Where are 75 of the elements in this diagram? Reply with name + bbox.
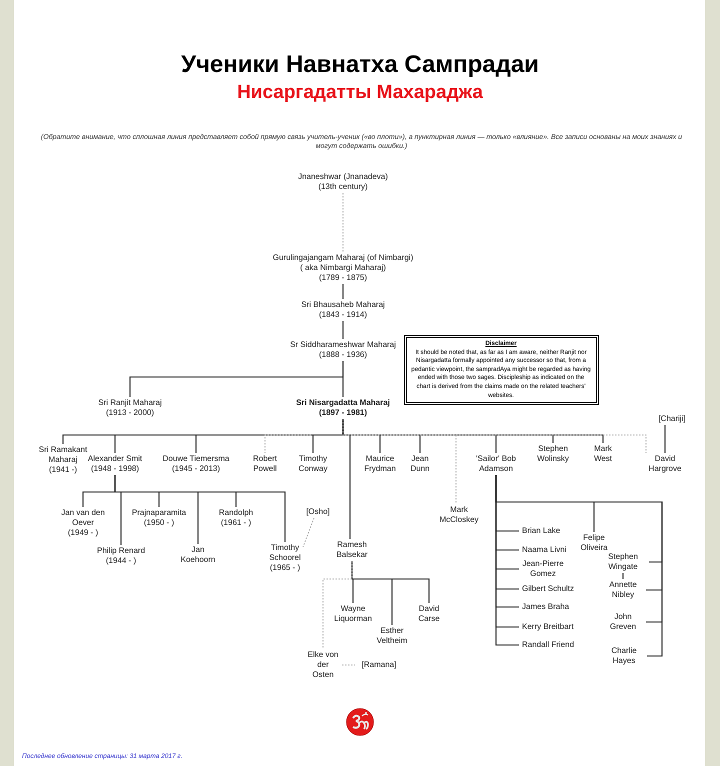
person-name: Sri Bhausaheb Maharaj	[301, 300, 385, 310]
person-name: Annette Nibley	[608, 580, 638, 600]
disclaimer-box	[404, 335, 598, 406]
person-name: Jan van den Oever	[60, 508, 106, 528]
person-name: Gurulingajangam Maharaj (of Nimbargi)	[272, 253, 414, 263]
life-dates: ( aka Nimbargi Maharaj)	[300, 263, 386, 273]
life-dates: (1843 - 1914)	[318, 310, 368, 320]
person-name: Naama Livni	[522, 545, 566, 555]
life-dates: (1913 - 2000)	[106, 408, 154, 418]
dotted-connector	[342, 664, 356, 666]
person-name: Douwe Tiemersma	[162, 454, 230, 464]
person-name: Mark West	[592, 444, 614, 464]
title: Ученики Навнатха Сампрадаи	[180, 50, 540, 80]
person-name: Randall Friend	[522, 640, 574, 650]
life-dates: (1789 - 1875)	[318, 273, 368, 283]
life-dates: (1965 - )	[270, 563, 300, 573]
connector-line	[622, 573, 624, 579]
connector-line	[351, 561, 430, 603]
person-name: Prajnaparamita	[132, 508, 186, 518]
dotted-connector	[342, 418, 456, 504]
person-name: Alexander Smit	[88, 454, 142, 464]
person-name: 'Sailor' Bob Adamson	[475, 454, 517, 474]
person-name: Ramesh Balsekar	[335, 540, 369, 560]
person-name: David Hargrove	[648, 454, 682, 474]
person-name: Stephen Wolinsky	[536, 444, 570, 464]
life-dates: (1948 - 1998)	[90, 464, 140, 474]
person-name: Stephen Wingate	[607, 552, 639, 572]
person-name: [Chariji]	[658, 414, 686, 424]
person-name: Sri Nisargadatta Maharaj	[296, 398, 390, 408]
person-name: James Braha	[522, 602, 570, 612]
life-dates: (1941 -)	[48, 465, 77, 475]
person-name: David Carse	[417, 604, 441, 624]
person-name: Gilbert Schultz	[522, 584, 574, 594]
person-name: Randolph	[218, 508, 254, 518]
life-dates: (1950 - )	[144, 518, 174, 528]
connector-line	[342, 361, 344, 397]
person-name: Jan Koehoorn	[180, 545, 216, 565]
person-name: Felipe Oliveira	[579, 533, 608, 553]
person-name: Jean Dunn	[409, 454, 431, 474]
connector-line	[495, 475, 663, 657]
life-dates: (1945 - 2013)	[172, 464, 220, 474]
connector-line	[342, 321, 344, 339]
person-name: Jnaneshwar (Jnanadeva)	[298, 172, 388, 182]
person-name: Elke von der Osten	[307, 650, 339, 680]
connector-line	[114, 475, 286, 542]
person-name: John Greven	[608, 612, 638, 632]
person-name: Brian Lake	[522, 526, 560, 536]
connector-line	[664, 425, 666, 453]
person-name: Jean-Pierre Gomez	[522, 559, 564, 579]
life-dates: (1888 - 1936)	[318, 350, 368, 360]
dotted-connector	[302, 518, 314, 548]
dotted-connector	[322, 560, 352, 650]
person-name: Sr Siddharameshwar Maharaj	[290, 340, 396, 350]
person-name: Wayne Liquorman	[333, 604, 373, 624]
life-dates: (1961 - )	[220, 518, 252, 528]
person-name: [Osho]	[306, 507, 330, 517]
life-dates: (1944 - )	[106, 556, 136, 566]
person-name: Sri Ranjit Maharaj	[98, 398, 162, 408]
connector-line	[342, 284, 344, 299]
person-name: Timothy Conway	[298, 454, 328, 474]
connector-line	[342, 419, 351, 539]
subtitle: Нисаргадатты Махараджа	[236, 81, 484, 105]
dotted-connector	[342, 192, 344, 252]
life-dates: (13th century)	[318, 182, 368, 192]
life-dates: (1897 - 1981)	[318, 408, 368, 418]
person-name: Timothy Schoorel	[268, 543, 302, 563]
person-name: Maurice Frydman	[363, 454, 397, 474]
person-name: Philip Renard	[96, 546, 146, 556]
person-name: Mark McCloskey	[438, 505, 480, 525]
person-name: [Ramana]	[362, 660, 396, 670]
person-name: Esther Veltheim	[376, 626, 408, 646]
life-dates: (1949 - )	[68, 528, 98, 538]
person-name: Robert Powell	[252, 454, 278, 474]
person-name: Kerry Breitbart	[522, 622, 574, 632]
person-name: Charlie Hayes	[610, 646, 638, 666]
